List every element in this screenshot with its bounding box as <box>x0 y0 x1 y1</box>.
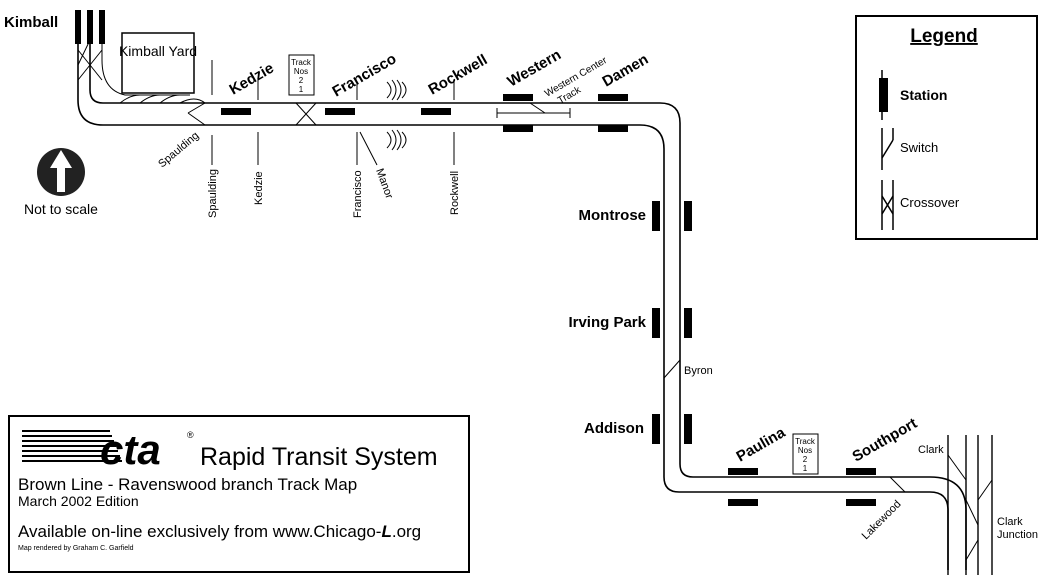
street-kedzie: Kedzie <box>253 171 265 205</box>
svg-text:Nos: Nos <box>798 446 812 455</box>
outer-track <box>77 12 949 570</box>
clark-junction-switches <box>947 454 993 561</box>
addison-platform-west <box>652 414 660 444</box>
registered-mark: ® <box>187 430 194 440</box>
legend-switch-icon <box>881 139 894 159</box>
byron-switch <box>663 359 681 379</box>
overhead-wires <box>386 79 407 151</box>
montrose-platform-west <box>652 201 660 231</box>
track-nos-1: Track Nos 2 1 <box>288 54 315 96</box>
track-nos-2: Track Nos 2 1 <box>792 433 819 475</box>
kedzie-crossover <box>295 102 317 126</box>
credit-label: Map rendered by Graham C. Garfield <box>18 545 134 552</box>
southport-platform-north <box>846 468 876 475</box>
street-spaulding-switch: Spaulding <box>156 130 201 171</box>
kimball-yard-box <box>121 32 195 94</box>
francisco-platform <box>325 108 355 115</box>
street-francisco: Francisco <box>352 170 364 218</box>
line-title: Brown Line - Ravenswood branch Track Map <box>18 475 357 494</box>
cta-logo: cta ® <box>22 426 194 473</box>
addison-platform-east <box>684 414 692 444</box>
clark-label: Clark <box>918 444 944 456</box>
title-box: cta ® Rapid Transit System Brown Line - … <box>8 415 470 573</box>
legend-station-icon <box>879 78 888 112</box>
western-center-track <box>496 102 571 118</box>
station-montrose: Montrose <box>579 207 647 224</box>
station-paulina: Paulina <box>734 424 789 466</box>
paulina-platform-north <box>728 468 758 475</box>
yard-lead-1 <box>119 94 206 104</box>
kimball-platform-3 <box>99 10 105 44</box>
system-title: Rapid Transit System <box>200 443 438 471</box>
southport-platform-south <box>846 499 876 506</box>
damen-platform-north <box>598 94 628 101</box>
svg-text:1: 1 <box>299 85 304 94</box>
station-kedzie: Kedzie <box>227 60 277 99</box>
station-irving-park: Irving Park <box>568 314 646 331</box>
irving-park-platform-east <box>684 308 692 338</box>
legend: Legend Station Switch Crossover <box>855 15 1038 240</box>
station-addison: Addison <box>584 420 644 437</box>
svg-text:Nos: Nos <box>294 67 308 76</box>
available-text: Available on-line exclusively from www.C… <box>18 522 421 541</box>
wires-south <box>386 129 407 151</box>
station-rockwell: Rockwell <box>426 51 491 98</box>
kimball-crossover <box>77 39 103 81</box>
svg-text:2: 2 <box>803 455 808 464</box>
kimball-track-3 <box>101 12 190 96</box>
edition-label: March 2002 Edition <box>18 493 139 509</box>
legend-station-label: Station <box>900 87 947 103</box>
spaulding-switch <box>187 102 206 126</box>
kimball-platform-2 <box>87 10 93 44</box>
damen-platform-south <box>598 125 628 132</box>
legend-switch-label: Switch <box>900 140 938 155</box>
street-lines <box>211 60 993 575</box>
not-to-scale-label: Not to scale <box>24 201 98 217</box>
platforms <box>221 94 876 506</box>
north-arrow-icon <box>50 150 72 192</box>
montrose-platform-east <box>684 201 692 231</box>
legend-crossover-label: Crossover <box>900 195 960 210</box>
main-tracks <box>77 12 967 570</box>
western-platform-north <box>503 94 533 101</box>
switches <box>187 102 906 493</box>
legend-crossover-icon <box>881 195 894 215</box>
legend-box <box>855 15 1038 240</box>
kimball-terminal <box>75 10 105 81</box>
clark-junction-label-2: Junction <box>997 529 1038 541</box>
north-arrow: Not to scale <box>24 148 98 217</box>
inner-track <box>89 12 967 570</box>
station-southport: Southport <box>850 415 921 466</box>
rockwell-platform <box>421 108 451 115</box>
station-francisco: Francisco <box>330 50 400 100</box>
svg-text:Track: Track <box>291 58 312 67</box>
byron-label: Byron <box>684 365 713 377</box>
station-kimball: Kimball <box>4 14 58 31</box>
kimball-yard: Kimball Yard <box>119 32 206 104</box>
wires-north <box>386 79 407 101</box>
lakewood-switch <box>889 476 906 493</box>
kimball-yard-label: Kimball Yard <box>119 43 197 59</box>
svg-text:Track: Track <box>795 437 816 446</box>
cta-logo-text: cta <box>100 426 161 473</box>
irving-park-platform-west <box>652 308 660 338</box>
kedzie-platform <box>221 108 251 115</box>
street-rockwell: Rockwell <box>449 171 461 215</box>
western-platform-south <box>503 125 533 132</box>
svg-text:2: 2 <box>299 76 304 85</box>
kimball-platform-1 <box>75 10 81 44</box>
station-damen: Damen <box>600 51 652 91</box>
clark-junction-label-1: Clark <box>997 516 1023 528</box>
legend-title: Legend <box>910 26 978 47</box>
street-spaulding: Spaulding <box>207 169 219 218</box>
svg-text:1: 1 <box>803 464 808 473</box>
street-manor: Manor <box>373 167 395 201</box>
paulina-platform-south <box>728 499 758 506</box>
